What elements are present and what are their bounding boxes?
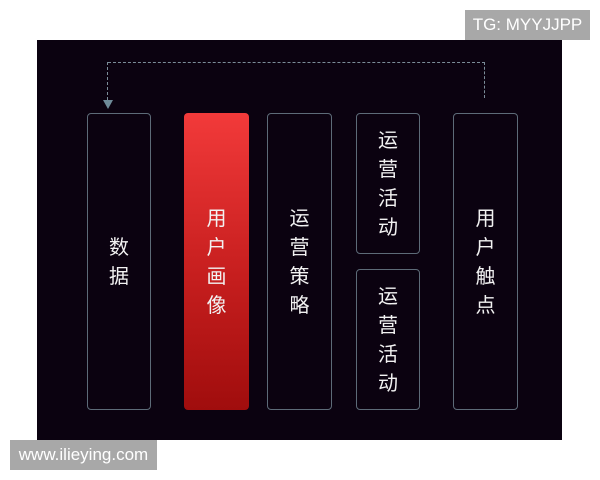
loop-connector-top (108, 62, 485, 63)
watermark-bottom-left-text: www.ilieying.com (18, 445, 149, 464)
watermark-bottom-left: www.ilieying.com (10, 440, 157, 470)
diagram-panel: 数据 用户画像 运营策略 运营活动 运营活动 用户触点 (37, 40, 562, 440)
node-ops-strategy: 运营策略 (267, 113, 332, 410)
node-label: 运营策略 (289, 205, 310, 317)
arrow-down-icon (103, 100, 113, 109)
node-label: 运营活动 (378, 127, 398, 239)
node-ops-activity-1: 运营活动 (356, 113, 420, 254)
node-user-profile: 用户画像 (184, 113, 249, 410)
loop-connector-right (484, 62, 485, 98)
node-label: 用户画像 (206, 205, 227, 317)
node-label: 运营活动 (378, 283, 398, 395)
node-ops-activity-2: 运营活动 (356, 269, 420, 410)
node-label: 用户触点 (475, 205, 496, 317)
watermark-top-right: TG: MYYJJPP (465, 10, 590, 40)
node-user-touchpoint: 用户触点 (453, 113, 518, 410)
loop-connector-left (107, 62, 108, 100)
node-data: 数据 (87, 113, 151, 410)
watermark-top-right-text: TG: MYYJJPP (472, 15, 583, 34)
node-label: 数据 (109, 234, 129, 288)
